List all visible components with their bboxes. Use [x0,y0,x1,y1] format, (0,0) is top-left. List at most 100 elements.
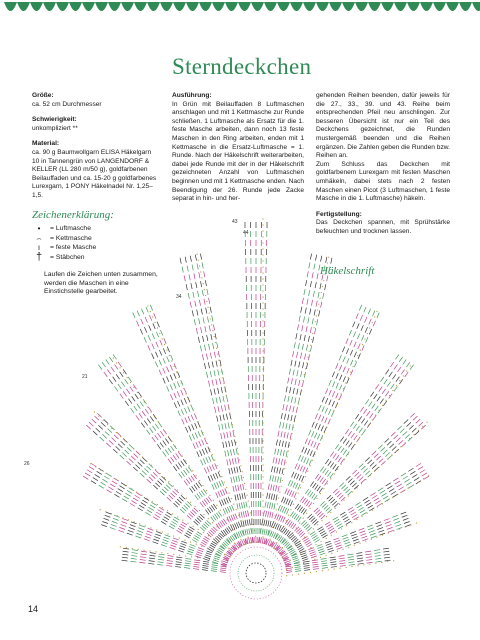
stitch-mark [149,552,156,554]
stitch-mark [234,485,237,492]
stitch-mark [353,541,360,545]
stitch-mark [313,507,319,513]
stitch-mark [269,530,273,537]
stitch-mark [226,550,232,556]
chain-dot [326,483,328,485]
chain-dot [262,242,264,244]
stitch-mark [227,450,230,457]
stitch-mark [106,489,112,494]
stitch-mark [139,459,145,465]
stitch-mark [227,422,230,429]
stitch-mark [108,440,114,445]
stitch-mark [123,547,130,550]
stitch-mark [193,507,199,513]
stitch-mark [194,432,198,439]
stitch-mark [199,543,206,548]
stitch-mark [227,496,231,503]
chain-dot [409,438,411,440]
stitch-mark [328,266,331,273]
stitch-mark [134,393,139,400]
stitch-mark [176,556,183,559]
stitch-mark [126,532,133,536]
stitch-mark [339,562,346,565]
stitch-mark [261,519,264,526]
chain-dot [326,262,329,264]
chain-dot [228,406,230,408]
stitch-mark [375,384,380,390]
chain-dot [262,440,264,442]
stitch-mark [317,546,324,549]
chain-dot [339,567,341,569]
chain-dot [297,492,299,494]
stitch-mark [423,475,430,480]
stitch-mark [110,366,115,373]
stitch-mark [404,371,409,378]
stitch-mark [243,539,247,545]
finishing-lurex-text: Zum Schluss das Deckchen mit goldfarbene… [316,160,450,203]
chain-dot [196,253,198,255]
stitch-mark [180,399,184,406]
stitch-mark [356,504,363,509]
chain-dot [262,374,264,376]
chain-dot [197,528,199,531]
stitch-mark [173,465,178,472]
stitch-mark [306,344,308,351]
stitch-mark [369,328,373,335]
stitch-mark [101,524,108,527]
stitch-mark [199,502,204,508]
stitch-mark [196,517,202,522]
stitch-mark [308,289,311,296]
stitch-mark [232,448,235,455]
stitch-mark [385,524,392,527]
stitch-mark [136,310,140,317]
stitch-mark [352,423,358,429]
stitch-mark [115,374,120,380]
stitch-mark [362,497,369,501]
stitch-mark [178,547,185,551]
stitch-mark [338,557,345,560]
chain-dot [292,503,295,505]
stitch-mark [269,540,273,547]
stitch-mark [273,494,276,501]
stitch-mark [176,391,180,397]
chain-dot [309,344,311,346]
stitch-mark [322,468,327,474]
stitch-mark [216,512,221,518]
stitch-mark [313,263,316,270]
stitch-mark [356,554,363,557]
stitch-mark [321,415,325,422]
stitch-mark [350,444,355,450]
chain-dot [321,437,323,439]
chain-dot [262,296,264,298]
stitch-mark [341,514,347,518]
stitch-mark [193,319,196,326]
stitch-mark [311,318,314,325]
chain-dot [279,491,281,493]
stitch-mark [215,552,221,557]
chain-dot [195,415,197,417]
stitch-mark [366,559,373,561]
stitch-mark [221,562,228,565]
stitch-mark [310,481,315,487]
stitch-mark [351,536,358,539]
stitch-mark [355,425,360,431]
stitch-mark [240,511,243,518]
stitch-mark [185,503,191,508]
chain-dot [359,542,361,544]
stitch-mark [208,343,211,350]
stitch-mark [390,361,395,368]
stitch-mark [175,563,182,566]
chain-dot [428,475,430,477]
stitch-mark [94,415,100,421]
stitch-mark [310,553,317,557]
stitch-mark [376,524,383,527]
stitch-mark [155,482,161,488]
stitch-mark [294,397,297,404]
chain-dot [319,297,321,299]
stitch-mark [365,336,369,343]
stitch-mark [168,494,174,500]
stitch-mark [263,519,266,526]
stitch-mark [310,253,312,260]
chain-dot [127,519,130,521]
stitch-mark [192,443,196,449]
